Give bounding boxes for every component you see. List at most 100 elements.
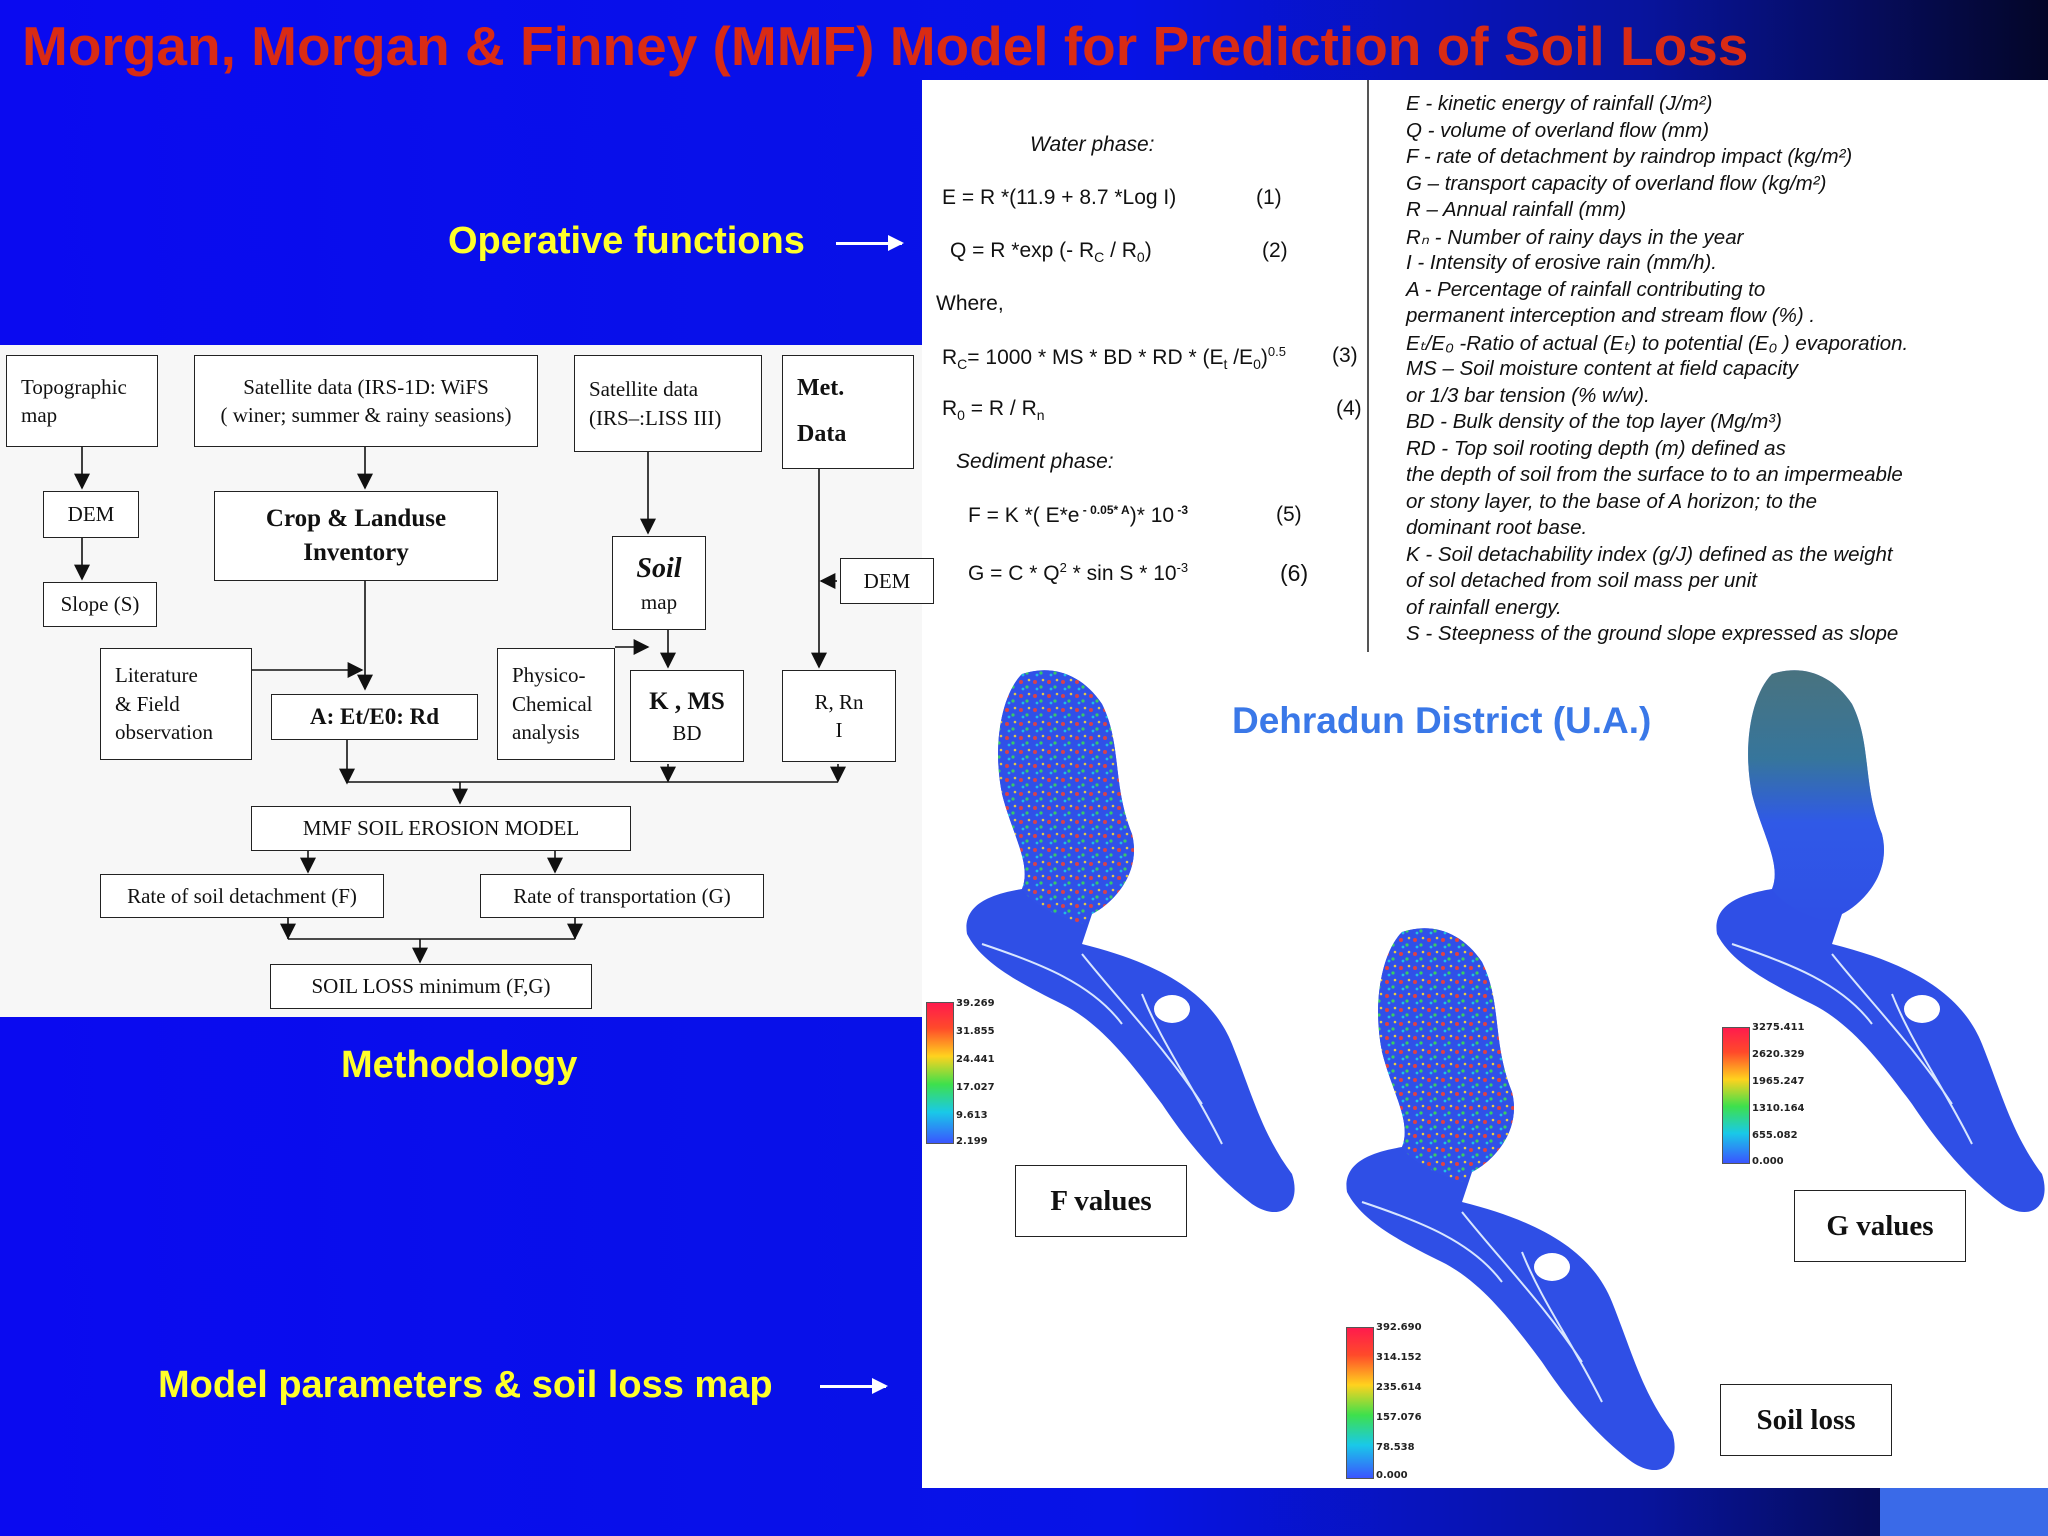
definition-line: S - Steepness of the ground slope expres…	[1406, 622, 1899, 645]
equation-5-number: (5)	[1276, 503, 1302, 526]
legend-tick: 39.269	[956, 998, 995, 1009]
f-values-map	[966, 670, 1295, 1213]
model-maps-label: Model parameters & soil loss map	[158, 1364, 773, 1406]
equations-panel	[922, 80, 2048, 652]
g-color-ramp	[1722, 1027, 1750, 1164]
definition-line: or stony layer, to the base of A horizon…	[1406, 489, 1818, 513]
equation-6: G = C * Q2 * sin S * 10-3	[968, 560, 1189, 585]
operative-functions-label: Operative functions	[448, 220, 805, 262]
dem-box: DEM	[43, 491, 139, 538]
dem-box-secondary: DEM	[840, 558, 934, 604]
box-label: Crop & Landuse	[265, 505, 447, 533]
definition-line: permanent interception and stream flow (…	[1406, 304, 1816, 327]
soil-loss-map	[1346, 928, 1675, 1471]
definition-line: I - Intensity of erosive rain (mm/h).	[1406, 251, 1718, 274]
r-rn-i-box: R, Rn I	[782, 670, 896, 762]
slide-title: Morgan, Morgan & Finney (MMF) Model for …	[22, 15, 1749, 77]
district-maps-graphic	[966, 670, 2045, 1471]
equation-1: E = R *(11.9 + 8.7 *Log I)	[942, 186, 1177, 209]
soil-loss-label: Soil loss	[1720, 1384, 1892, 1456]
water-phase-heading: Water phase:	[1030, 133, 1155, 156]
legend-tick: 157.076	[1376, 1412, 1422, 1423]
equation-2: Q = R *exp (- RC / R0)	[950, 239, 1152, 266]
box-label: (IRS–:LISS III)	[589, 405, 722, 430]
f-color-ramp	[926, 1002, 954, 1144]
definition-line: dominant root base.	[1406, 516, 1588, 539]
legend-tick: 392.690	[1376, 1322, 1422, 1333]
arrow-right-icon	[820, 1378, 888, 1394]
box-label: BD	[672, 720, 702, 745]
box-label: Inventory	[303, 539, 409, 566]
definition-line: of rainfall energy.	[1406, 595, 1562, 619]
box-label: Data	[797, 421, 847, 447]
corner-decoration	[1880, 1488, 2048, 1536]
box-label: analysis	[512, 720, 580, 745]
definition-line: Rₙ - Number of rainy days in the year	[1406, 225, 1744, 249]
box-label: Satellite data (IRS-1D: WiFS	[243, 374, 489, 399]
satellite-liss-box: Satellite data (IRS–:LISS III)	[574, 355, 762, 452]
definition-line: or 1/3 bar tension (% w/w).	[1406, 383, 1650, 407]
box-label: Physico-	[512, 663, 586, 688]
legend-tick: 1965.247	[1752, 1076, 1805, 1087]
legend-tick: 9.613	[956, 1110, 988, 1121]
sediment-phase-heading: Sediment phase:	[956, 450, 1114, 473]
g-values-map	[1716, 670, 2045, 1213]
legend-tick: 3275.411	[1752, 1022, 1805, 1033]
definition-line: K - Soil detachability index (g/J) defin…	[1406, 542, 1893, 566]
box-label: R, Rn	[814, 689, 864, 714]
box-label: Satellite data	[589, 377, 699, 402]
flowchart-connectors	[74, 447, 846, 964]
methodology-label: Methodology	[341, 1044, 578, 1086]
legend-tick: 235.614	[1376, 1382, 1422, 1393]
legend-tick: 314.152	[1376, 1352, 1422, 1363]
a-et-rd-box: A: Et/E0: Rd	[271, 694, 478, 740]
equation-2-number: (2)	[1262, 239, 1288, 262]
definition-line: Q - volume of overland flow (mm)	[1406, 118, 1710, 142]
panel-divider	[1367, 80, 1369, 652]
legend-tick: 2.199	[956, 1136, 988, 1147]
legend-tick: 1310.164	[1752, 1103, 1805, 1114]
box-label: Topographic	[21, 374, 127, 399]
maps-panel: Dehradun District (U.A.)	[922, 652, 2048, 1488]
legend-tick: 0.000	[1376, 1470, 1408, 1481]
legend-tick: 0.000	[1752, 1156, 1784, 1167]
box-label: Literature	[115, 663, 198, 688]
detachment-box: Rate of soil detachment (F)	[100, 874, 384, 918]
box-label: ( winer; summer & rainy seasions)	[220, 403, 512, 427]
g-values-label: G values	[1794, 1190, 1966, 1262]
box-label: map	[640, 589, 678, 614]
definition-line: RD - Top soil rooting depth (m) defined …	[1406, 436, 1786, 460]
legend-tick: 31.855	[956, 1026, 995, 1037]
box-label: & Field	[115, 691, 180, 716]
equation-5: F = K *( E*e - 0.05* A)* 10 -3	[968, 503, 1189, 527]
equation-4-number: (4)	[1336, 397, 1362, 420]
equation-3: RC= 1000 * MS * BD * RD * (Et /E0)0.5	[942, 344, 1286, 373]
satellite-wifs-box: Satellite data (IRS-1D: WiFS ( winer; sum…	[194, 355, 538, 447]
definition-line: F - rate of detachment by raindrop impac…	[1406, 145, 1853, 168]
equation-4: R0 = R / Rn	[942, 397, 1045, 424]
soil-loss-box: SOIL LOSS minimum (F,G)	[270, 964, 592, 1009]
met-data-box: Met. Data	[782, 355, 914, 469]
legend-tick: 78.538	[1376, 1442, 1415, 1453]
equation-3-number: (3)	[1332, 344, 1358, 367]
legend-tick: 2620.329	[1752, 1049, 1805, 1060]
box-label: observation	[115, 720, 213, 745]
slope-box: Slope (S)	[43, 582, 157, 627]
box-label: Chemical	[512, 691, 593, 716]
where-label: Where,	[936, 292, 1004, 315]
physico-chemical-box: Physico- Chemical analysis	[497, 648, 615, 760]
soil-loss-color-ramp	[1346, 1327, 1374, 1479]
box-label: I	[835, 718, 843, 742]
district-title: Dehradun District (U.A.)	[1232, 700, 1652, 741]
definition-line: BD - Bulk density of the top layer (Mg/m…	[1406, 410, 1782, 433]
f-values-label: F values	[1015, 1165, 1187, 1237]
definition-line: Eₜ/E₀ -Ratio of actual (Eₜ) to potential…	[1406, 331, 1909, 355]
mmf-model-box: MMF SOIL EROSION MODEL	[251, 806, 631, 851]
definition-line: MS – Soil moisture content at field capa…	[1406, 357, 1798, 380]
box-label: Met.	[797, 375, 845, 402]
definition-line: the depth of soil from the surface to to…	[1406, 463, 1903, 486]
